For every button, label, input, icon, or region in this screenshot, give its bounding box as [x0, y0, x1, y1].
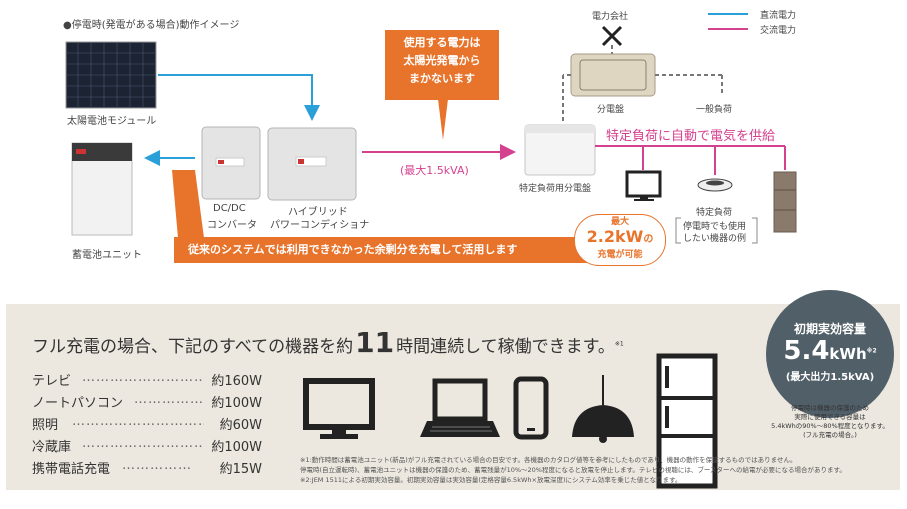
- specific-load-label: 特定負荷: [696, 208, 733, 218]
- appliance-value: 約60W: [219, 418, 262, 433]
- appliance-value: 約15W: [219, 462, 262, 477]
- capacity-sub: (最大出力1.5kVA): [785, 372, 875, 383]
- example-label-1: 停電時でも使用: [683, 222, 747, 232]
- pcs-label-1: ハイブリッド: [288, 207, 348, 218]
- capacity-badge: 初期実効容量 5.4kWh※2 (最大出力1.5kVA): [766, 290, 894, 418]
- callout-top-line2: 太陽光発電から: [403, 54, 481, 67]
- appliance-name: 携帯電話充電: [32, 462, 111, 477]
- fridge-icon: [656, 353, 718, 489]
- appliance-value: 約160W: [211, 374, 262, 389]
- dc-line-solar-to-pcs: [158, 74, 320, 121]
- footnote-2: 停電時(自立運転時)、蓄電池ユニットは機器の保護のため、蓄電残量が10%〜20%…: [300, 466, 846, 474]
- appliance-row-laptop: ノートパソコン ………………… 約100W: [32, 392, 262, 411]
- appliance-row-phone: 携帯電話充電 …………… 約15W: [32, 458, 262, 477]
- fridge-small-icon: [773, 171, 797, 233]
- legend-ac-label: 交流電力: [760, 26, 797, 36]
- leader-dots: ………………………: [82, 370, 202, 385]
- capacity-note-4: (フル充電の場合。): [803, 431, 857, 439]
- cross-icon: [601, 25, 623, 47]
- appliance-name: ノートパソコン: [32, 396, 124, 411]
- footnote-3: ※2:JEM 1511による初期実効容量。初期実効容量は実効容量(定格容量6.5…: [300, 476, 682, 484]
- charge-value: 2.2kW: [586, 227, 644, 246]
- capacity-sup: ※2: [866, 347, 877, 355]
- runtime-panel: [6, 304, 900, 490]
- distribution-panel-icon: [570, 53, 656, 97]
- footnote-1: ※1:動作時間は蓄電池ユニット(新品)がフル充電されている場合の目安です。各機器…: [300, 456, 797, 464]
- dcdc-label-2: コンバータ: [207, 220, 257, 231]
- charge-unit: の: [643, 234, 654, 245]
- ceiling-light-small-icon: [697, 178, 733, 192]
- appliance-value: 約100W: [211, 440, 262, 455]
- solar-module-icon: [65, 41, 157, 109]
- power-company-label: 電力会社: [592, 12, 629, 22]
- tv-icon: [303, 378, 375, 439]
- appliance-value: 約100W: [211, 396, 262, 411]
- headline-post: 時間連続して稼働できます。: [396, 337, 615, 357]
- supply-text: 特定負荷に自動で電気を供給: [606, 129, 776, 144]
- smartphone-icon: [513, 376, 549, 440]
- appliance-row-tv: テレビ ……………………… 約160W: [32, 370, 262, 389]
- dcdc-converter-icon: [201, 126, 261, 200]
- appliance-row-fridge: 冷蔵庫 ……………………… 約100W: [32, 436, 262, 455]
- capacity-note: 停電時は機器の保護のため 実際に使用できる容量は 5.4kWhの90%〜80%程…: [758, 404, 902, 440]
- charge-line1: 最大: [610, 217, 629, 227]
- specific-load-panel-icon: [524, 124, 596, 176]
- headline-pre: フル充電の場合、下記のすべての機器を約: [32, 337, 354, 357]
- capacity-note-2: 実際に使用できる容量は: [794, 413, 866, 421]
- distribution-panel-label: 分電盤: [597, 105, 625, 115]
- charge-line3: 充電が可能: [597, 250, 643, 260]
- capacity-value: 5.4: [783, 336, 830, 366]
- max-output-label: (最大1.5kVA): [400, 164, 469, 177]
- callout-top-line3: まかないます: [409, 72, 475, 85]
- legend-dc-label: 直流電力: [760, 11, 797, 21]
- battery-unit-label: 蓄電池ユニット: [72, 250, 142, 261]
- dcdc-label-1: DC/DC: [213, 203, 246, 214]
- diagram-caption: ●停電時(発電がある場合)動作イメージ: [63, 20, 240, 31]
- leader-dots: ………………………: [82, 436, 202, 451]
- headline-sup: ※1: [614, 340, 624, 348]
- callout-top-line1: 使用する電力は: [403, 36, 481, 49]
- pendant-light-icon: [572, 375, 634, 443]
- specific-panel-label: 特定負荷用分電盤: [519, 184, 592, 194]
- capacity-note-1: 停電時は機器の保護のため: [791, 404, 869, 412]
- solar-module-label: 太陽電池モジュール: [67, 116, 157, 127]
- laptop-icon: [420, 378, 500, 437]
- ac-load-wiring: [595, 145, 786, 175]
- appliance-name: 冷蔵庫: [32, 440, 72, 455]
- system-diagram: [65, 13, 797, 244]
- example-label-2: したい機器の例: [683, 234, 747, 244]
- general-load-label: 一般負荷: [696, 105, 733, 115]
- appliance-name: テレビ: [32, 374, 72, 389]
- charge-capacity-badge: 最大 2.2kWの 充電が可能: [574, 214, 666, 266]
- appliance-icons: [303, 375, 634, 443]
- appliance-name: 照明: [32, 418, 59, 433]
- callout-surplus-charge: 従来のシステムでは利用できなかった余剰分を充電して活用します: [174, 237, 594, 263]
- dashed-wiring: [562, 74, 723, 122]
- leader-dots: ……………………………: [72, 414, 204, 429]
- tv-small-icon: [625, 170, 662, 201]
- capacity-note-3: 5.4kWhの90%〜80%程度となります。: [771, 422, 889, 430]
- power-conditioner-icon: [267, 127, 357, 201]
- leader-dots: …………………: [134, 392, 204, 407]
- pcs-label-2: パワーコンディショナ: [270, 220, 370, 231]
- battery-unit-icon: [71, 142, 133, 236]
- appliance-row-light: 照明 …………………………… 約60W: [32, 414, 262, 433]
- headline-hours: 11: [355, 326, 395, 359]
- callout-solar-usage: 使用する電力は 太陽光発電から まかないます: [385, 30, 499, 100]
- capacity-unit: kWh: [829, 345, 867, 363]
- leader-dots: ……………: [122, 458, 192, 473]
- capacity-title: 初期実効容量: [793, 322, 866, 336]
